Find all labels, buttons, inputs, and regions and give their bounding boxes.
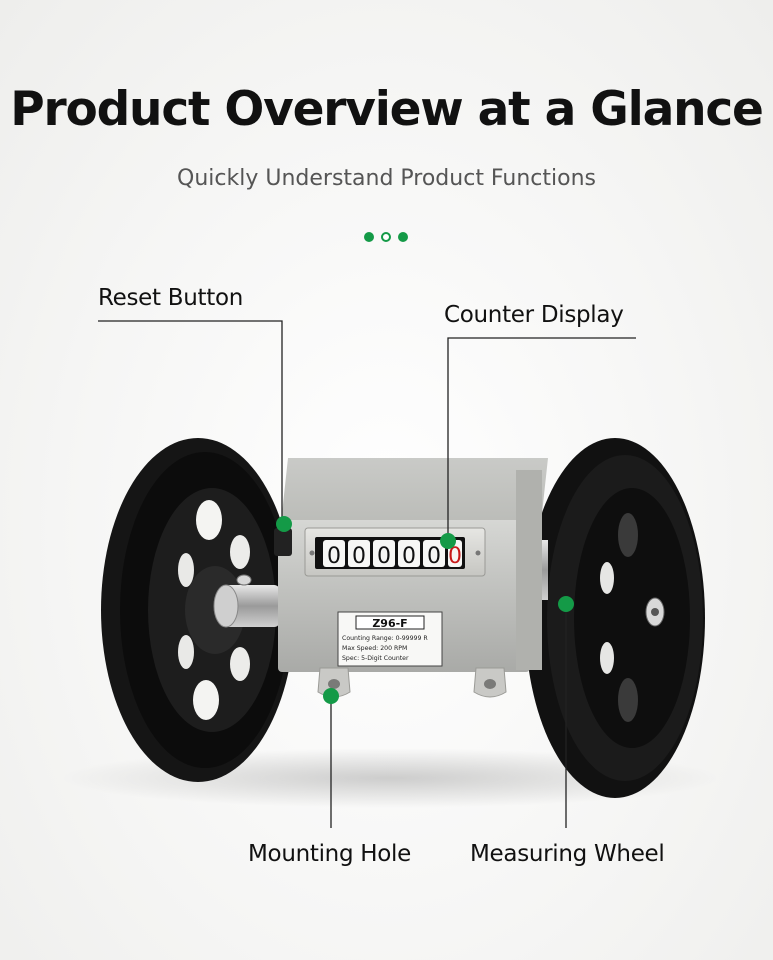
page-title: Product Overview at a Glance — [10, 82, 764, 137]
svg-text:0: 0 — [352, 544, 366, 569]
spec-line-2: Max Speed: 200 RPM — [342, 645, 407, 652]
callout-mounting-hole: Mounting Hole — [248, 841, 411, 867]
model-text: Z96-F — [372, 617, 407, 630]
counter-callout-line — [447, 337, 636, 540]
reset-callout-line — [98, 320, 283, 522]
counter-callout-dot — [440, 533, 456, 549]
svg-text:0: 0 — [377, 544, 391, 569]
svg-text:0: 0 — [402, 544, 416, 569]
spec-label: Z96-F Counting Range: 0-99999 R Max Spee… — [337, 611, 443, 667]
spec-line-3: Spec: 5-Digit Counter — [342, 655, 409, 662]
callout-lines — [98, 320, 636, 828]
right-wheel — [525, 438, 705, 798]
reset-button[interactable] — [274, 528, 292, 556]
callout-reset-button: Reset Button — [98, 285, 244, 311]
svg-text:0: 0 — [327, 544, 341, 569]
reset-callout-dot — [276, 516, 292, 532]
left-wheel — [101, 438, 295, 782]
callout-measuring-wheel: Measuring Wheel — [470, 841, 665, 867]
callout-counter-display: Counter Display — [444, 302, 624, 328]
svg-text:0: 0 — [427, 544, 441, 569]
carousel-dot-3[interactable] — [398, 232, 408, 242]
carousel-dot-2-active[interactable] — [381, 232, 391, 242]
counter-digits: 0 0 0 0 0 0 — [323, 540, 462, 569]
page-subtitle: Quickly Understand Product Functions — [177, 166, 596, 191]
left-shaft — [213, 574, 280, 628]
carousel-dot-1[interactable] — [364, 232, 374, 242]
mounting-tabs — [317, 667, 507, 698]
mounting-callout-dot — [323, 688, 339, 704]
svg-text:0: 0 — [448, 544, 462, 569]
wheel-callout-dot — [558, 596, 574, 612]
spec-line-1: Counting Range: 0-99999 R — [342, 635, 428, 642]
